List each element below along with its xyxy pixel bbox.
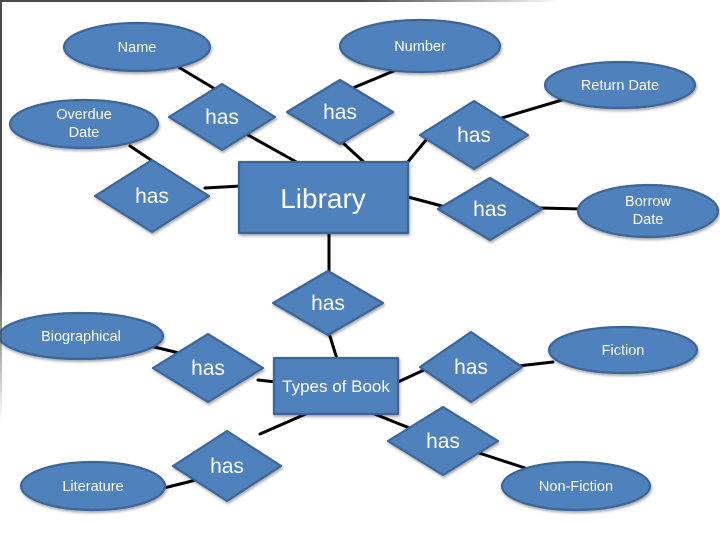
- relationship-label-has: has: [323, 101, 357, 124]
- connector-has-to-typesofbook: [327, 331, 339, 361]
- relationship-label-has: has: [311, 292, 345, 315]
- connector-literature-to-has: [158, 477, 202, 491]
- entity-label-library: Library: [280, 183, 366, 214]
- relationship-diamond-has-return-date[interactable]: [418, 99, 530, 171]
- relationship-label-has: has: [205, 106, 239, 129]
- relationship-label-has: has: [191, 357, 225, 380]
- relationship-diamond-has-types-of-book[interactable]: [271, 269, 385, 337]
- relationship-label-has: has: [426, 430, 460, 453]
- screenshot-top-edge: [0, 0, 720, 2]
- connector-typesofbook-to-has: [396, 368, 426, 384]
- relationship-diamond-has-biographical[interactable]: [151, 332, 265, 404]
- entity-label-types-of-book: Types of Book: [282, 377, 390, 396]
- relationship-diamond-has-name[interactable]: [167, 82, 277, 152]
- connector-library-to-has: [406, 195, 444, 208]
- relationship-label-has: has: [473, 198, 507, 221]
- attribute-ellipse-name[interactable]: [62, 21, 212, 73]
- relationship-diamond-has-fiction[interactable]: [418, 330, 524, 404]
- entity-rect-library[interactable]: [237, 160, 410, 235]
- attribute-ellipse-number[interactable]: [338, 18, 502, 74]
- labels: Name Number Return Date Overdue Date Bor…: [41, 39, 671, 495]
- attribute-label-borrow-line1: Borrow: [625, 194, 671, 210]
- attribute-ellipse-fiction[interactable]: [547, 325, 699, 375]
- attribute-label-overdue-line2: Date: [69, 125, 100, 141]
- connector-has-to-borrowdate: [538, 206, 584, 211]
- connector-has-to-fiction: [516, 360, 555, 368]
- connector-has-to-library: [203, 184, 243, 190]
- connector-has-to-library: [340, 140, 368, 166]
- attribute-ellipse-return-date[interactable]: [543, 60, 697, 110]
- attribute-label-return-date: Return Date: [581, 78, 659, 94]
- relationship-diamond-has-number[interactable]: [285, 78, 395, 146]
- relationship-label-has: has: [135, 185, 169, 208]
- relationship-label-has: has: [454, 356, 488, 379]
- connector-has-to-library: [246, 133, 302, 166]
- attribute-ellipse-non-fiction[interactable]: [500, 460, 652, 512]
- connector-typesofbook-to-has: [258, 411, 310, 436]
- attribute-label-biographical: Biographical: [41, 329, 121, 345]
- attribute-label-overdue-line1: Overdue: [56, 107, 112, 123]
- attribute-label-borrow-line2: Date: [633, 212, 664, 228]
- attribute-ellipse-literature[interactable]: [19, 460, 167, 512]
- attribute-ellipse-biographical[interactable]: [0, 311, 165, 361]
- connector-has-to-nonfiction: [474, 450, 530, 471]
- relationship-diamond-has-non-fiction[interactable]: [386, 405, 500, 477]
- connector-number-to-has: [346, 68, 398, 92]
- connector-has-to-library: [405, 138, 428, 165]
- attribute-label-fiction: Fiction: [602, 343, 645, 359]
- entity-rect-types-of-book[interactable]: [272, 356, 400, 416]
- attribute-label-name: Name: [118, 40, 157, 56]
- relationship-diamond-has-literature[interactable]: [171, 429, 283, 503]
- attribute-label-non-fiction: Non-Fiction: [539, 479, 613, 495]
- attribute-label-number: Number: [394, 39, 446, 55]
- attribute-ellipse-borrow-date[interactable]: [576, 183, 720, 239]
- relationship-diamond-has-overdue-date[interactable]: [93, 158, 211, 234]
- attribute-label-literature: Literature: [62, 479, 123, 495]
- relationship-label-has: has: [457, 124, 491, 147]
- relationship-diamond-has-borrow-date[interactable]: [436, 176, 544, 242]
- attribute-ellipse-overdue-date[interactable]: [8, 98, 160, 150]
- relationship-label-has: has: [210, 455, 244, 478]
- screenshot-left-edge: [0, 0, 2, 540]
- connector-typesofbook-to-has: [370, 411, 414, 431]
